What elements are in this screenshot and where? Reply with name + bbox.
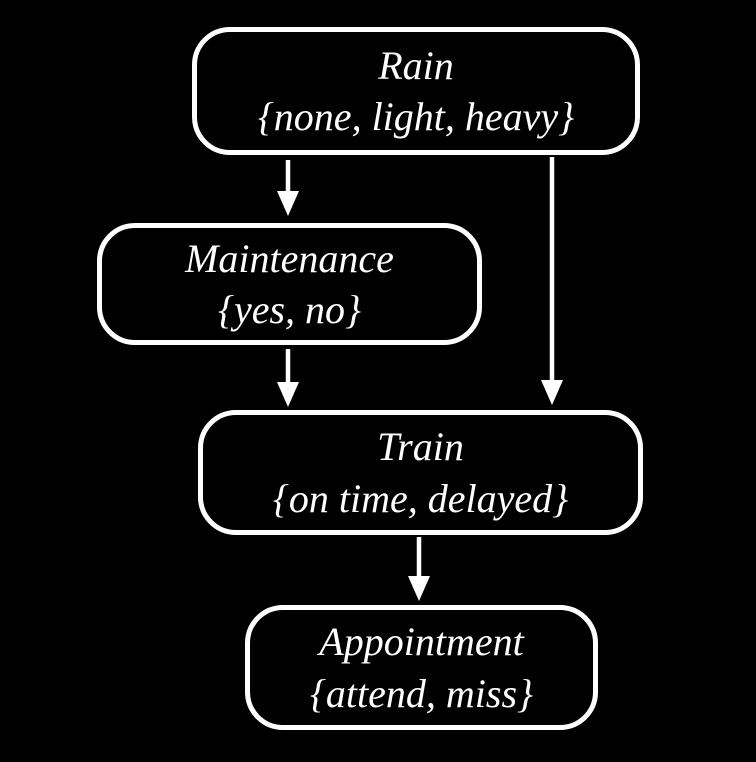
node-train-label: Train — [377, 424, 464, 470]
node-maintenance-values: {yes, no} — [217, 287, 362, 332]
edge-maintenance-to-train-arrow — [277, 349, 299, 407]
edge-train-to-appointment-arrow — [408, 537, 430, 601]
node-rain-values: {none, light, heavy} — [257, 94, 575, 139]
node-rain-label: Rain — [378, 42, 454, 88]
edge-rain-to-maintenance-arrow — [277, 160, 299, 216]
node-rain: Rain {none, light, heavy} — [192, 27, 640, 155]
node-appointment-label: Appointment — [319, 619, 524, 665]
node-train-values: {on time, delayed} — [272, 475, 569, 521]
node-maintenance: Maintenance {yes, no} — [97, 223, 482, 345]
node-maintenance-label: Maintenance — [185, 235, 394, 281]
node-train: Train {on time, delayed} — [198, 410, 643, 535]
edge-rain-to-train-arrow — [541, 157, 563, 405]
node-appointment-values: {attend, miss} — [309, 670, 534, 716]
node-appointment: Appointment {attend, miss} — [245, 605, 598, 730]
